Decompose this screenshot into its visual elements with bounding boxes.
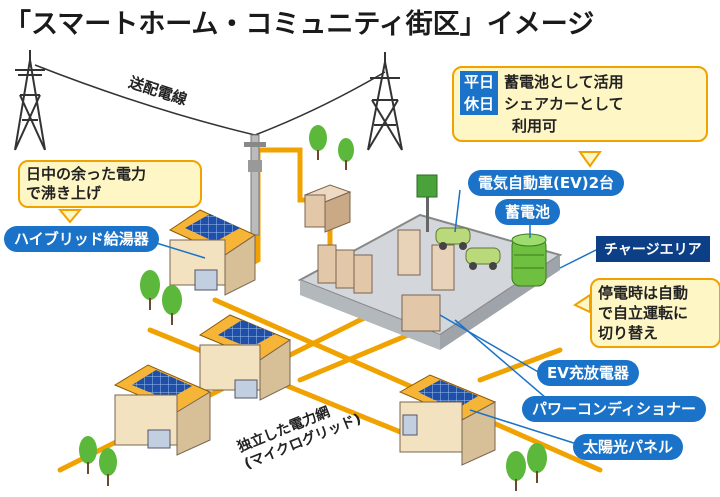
- power-transmission-lines: [34, 64, 386, 136]
- callout-tail: [572, 293, 591, 314]
- power-conditioner-units: [317, 244, 441, 332]
- outage-line-3: 切り替え: [598, 324, 659, 342]
- ev-charger-label: EV充放電器: [537, 360, 639, 386]
- solar-panel-label: 太陽光パネル: [573, 434, 684, 460]
- house-middle: [198, 314, 292, 401]
- surplus-line-2: で沸き上げ: [26, 184, 102, 202]
- weekday-text: 蓄電池として活用: [504, 73, 624, 91]
- outage-line-2: で自立運転に: [598, 304, 689, 322]
- equipment-box: [303, 184, 352, 233]
- ev-usage-callout: 平日蓄電池として活用 休日シェアカーとして 利用可: [452, 66, 708, 142]
- holiday-badge: 休日: [460, 93, 499, 115]
- leader-lines: [139, 189, 601, 446]
- outage-callout: 停電時は自動 で自立運転に 切り替え: [590, 278, 720, 348]
- surplus-line-1: 日中の余った電力: [26, 165, 147, 183]
- ev-chargers: [397, 229, 455, 291]
- house-right: [398, 374, 497, 466]
- house-top: [168, 209, 257, 296]
- house-left: [113, 364, 212, 456]
- sign-post: [416, 174, 438, 232]
- ev-label: 電気自動車(EV)2台: [468, 170, 625, 196]
- trees: [79, 125, 547, 491]
- transmission-tower-left: [14, 50, 46, 151]
- outage-line-1: 停電時は自動: [598, 284, 689, 302]
- storage-battery: [511, 233, 547, 287]
- holiday-text-1: シェアカーとして: [504, 95, 624, 113]
- battery-label: 蓄電池: [495, 199, 561, 225]
- surplus-power-callout: 日中の余った電力 で沸き上げ: [18, 160, 202, 208]
- callout-tail: [578, 151, 602, 168]
- transmission-tower-right: [367, 52, 403, 151]
- page-title: 「スマートホーム・コミュニティ街区」イメージ: [4, 9, 595, 40]
- electric-cars: [435, 227, 501, 270]
- power-conditioner-label: パワーコンディショナー: [522, 396, 706, 422]
- charge-area-label: チャージエリア: [596, 236, 710, 262]
- weekday-badge: 平日: [460, 71, 499, 93]
- community-platform: [297, 213, 563, 350]
- hybrid-heater-label: ハイブリッド給湯器: [4, 226, 159, 252]
- holiday-text-2: 利用可: [512, 117, 558, 135]
- callout-tail: [57, 209, 83, 224]
